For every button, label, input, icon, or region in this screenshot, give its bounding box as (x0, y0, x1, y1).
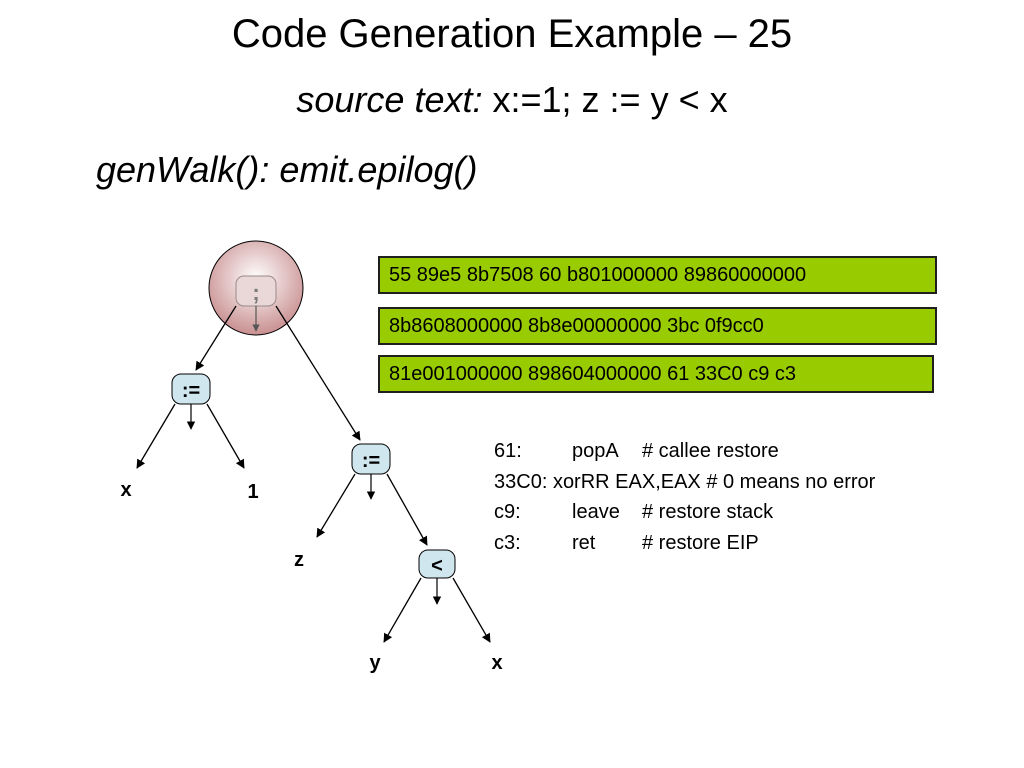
edge-assign2-z (316, 473, 356, 538)
code-box-2: 8b8608000000 8b8e00000000 3bc 0f9cc0 (378, 307, 937, 345)
note-addr: c3: (494, 531, 521, 554)
note-addr: 33C0: (494, 470, 548, 493)
edge-root-assign2 (275, 305, 361, 441)
code-box-3: 81e001000000 898604000000 61 33C0 c9 c3 (378, 355, 934, 393)
edge-less-x (452, 577, 491, 643)
edge-assign1-1 (206, 403, 245, 469)
leaf-z: z (294, 549, 304, 571)
edge-root-assign1 (195, 305, 237, 371)
leaf-y: y (369, 652, 381, 674)
note-mnemonic: leave (572, 501, 620, 523)
code-box-1: 55 89e5 8b7508 60 b801000000 89860000000 (378, 256, 937, 294)
note-comment: # callee restore (642, 440, 779, 462)
source-text-code: x:=1; z := y < x (482, 79, 728, 120)
genwalk-heading: genWalk(): emit.epilog() (96, 149, 478, 190)
assign1-node-label: := (182, 380, 200, 402)
less-node-label: < (431, 555, 443, 577)
note-mnemonic: xorRR (552, 470, 610, 493)
leaf-one: 1 (247, 481, 258, 503)
note-comment: EAX,EAX # 0 means no error (615, 470, 876, 493)
epilog-notes: 61: popA # callee restore 33C0: xorRR EAX,… (494, 436, 875, 558)
root-node-label: ; (252, 280, 259, 305)
edge-assign1-x (136, 403, 176, 469)
source-text-line: source text: x:=1; z := y < x (0, 78, 1024, 122)
leaf-x-1: x (120, 479, 131, 501)
assign2-node-label: := (362, 450, 380, 472)
note-mnemonic: popA (572, 440, 619, 462)
note-line: 61: popA # callee restore (494, 436, 875, 467)
note-line: 33C0: xorRR EAX,EAX # 0 means no error (494, 467, 875, 498)
note-line: c9: leave # restore stack (494, 497, 875, 528)
edge-less-y (383, 577, 422, 643)
leaf-x-2: x (491, 652, 502, 674)
edge-assign2-less (386, 473, 428, 546)
note-mnemonic: ret (572, 531, 596, 554)
note-comment: # restore EIP (642, 531, 759, 554)
note-comment: # restore stack (642, 501, 774, 523)
note-addr: 61: (494, 440, 522, 462)
note-addr: c9: (494, 501, 521, 523)
note-line: c3: ret # restore EIP (494, 528, 875, 559)
slide-title: Code Generation Example – 25 (231, 12, 793, 56)
source-text-label: source text: (296, 79, 483, 120)
